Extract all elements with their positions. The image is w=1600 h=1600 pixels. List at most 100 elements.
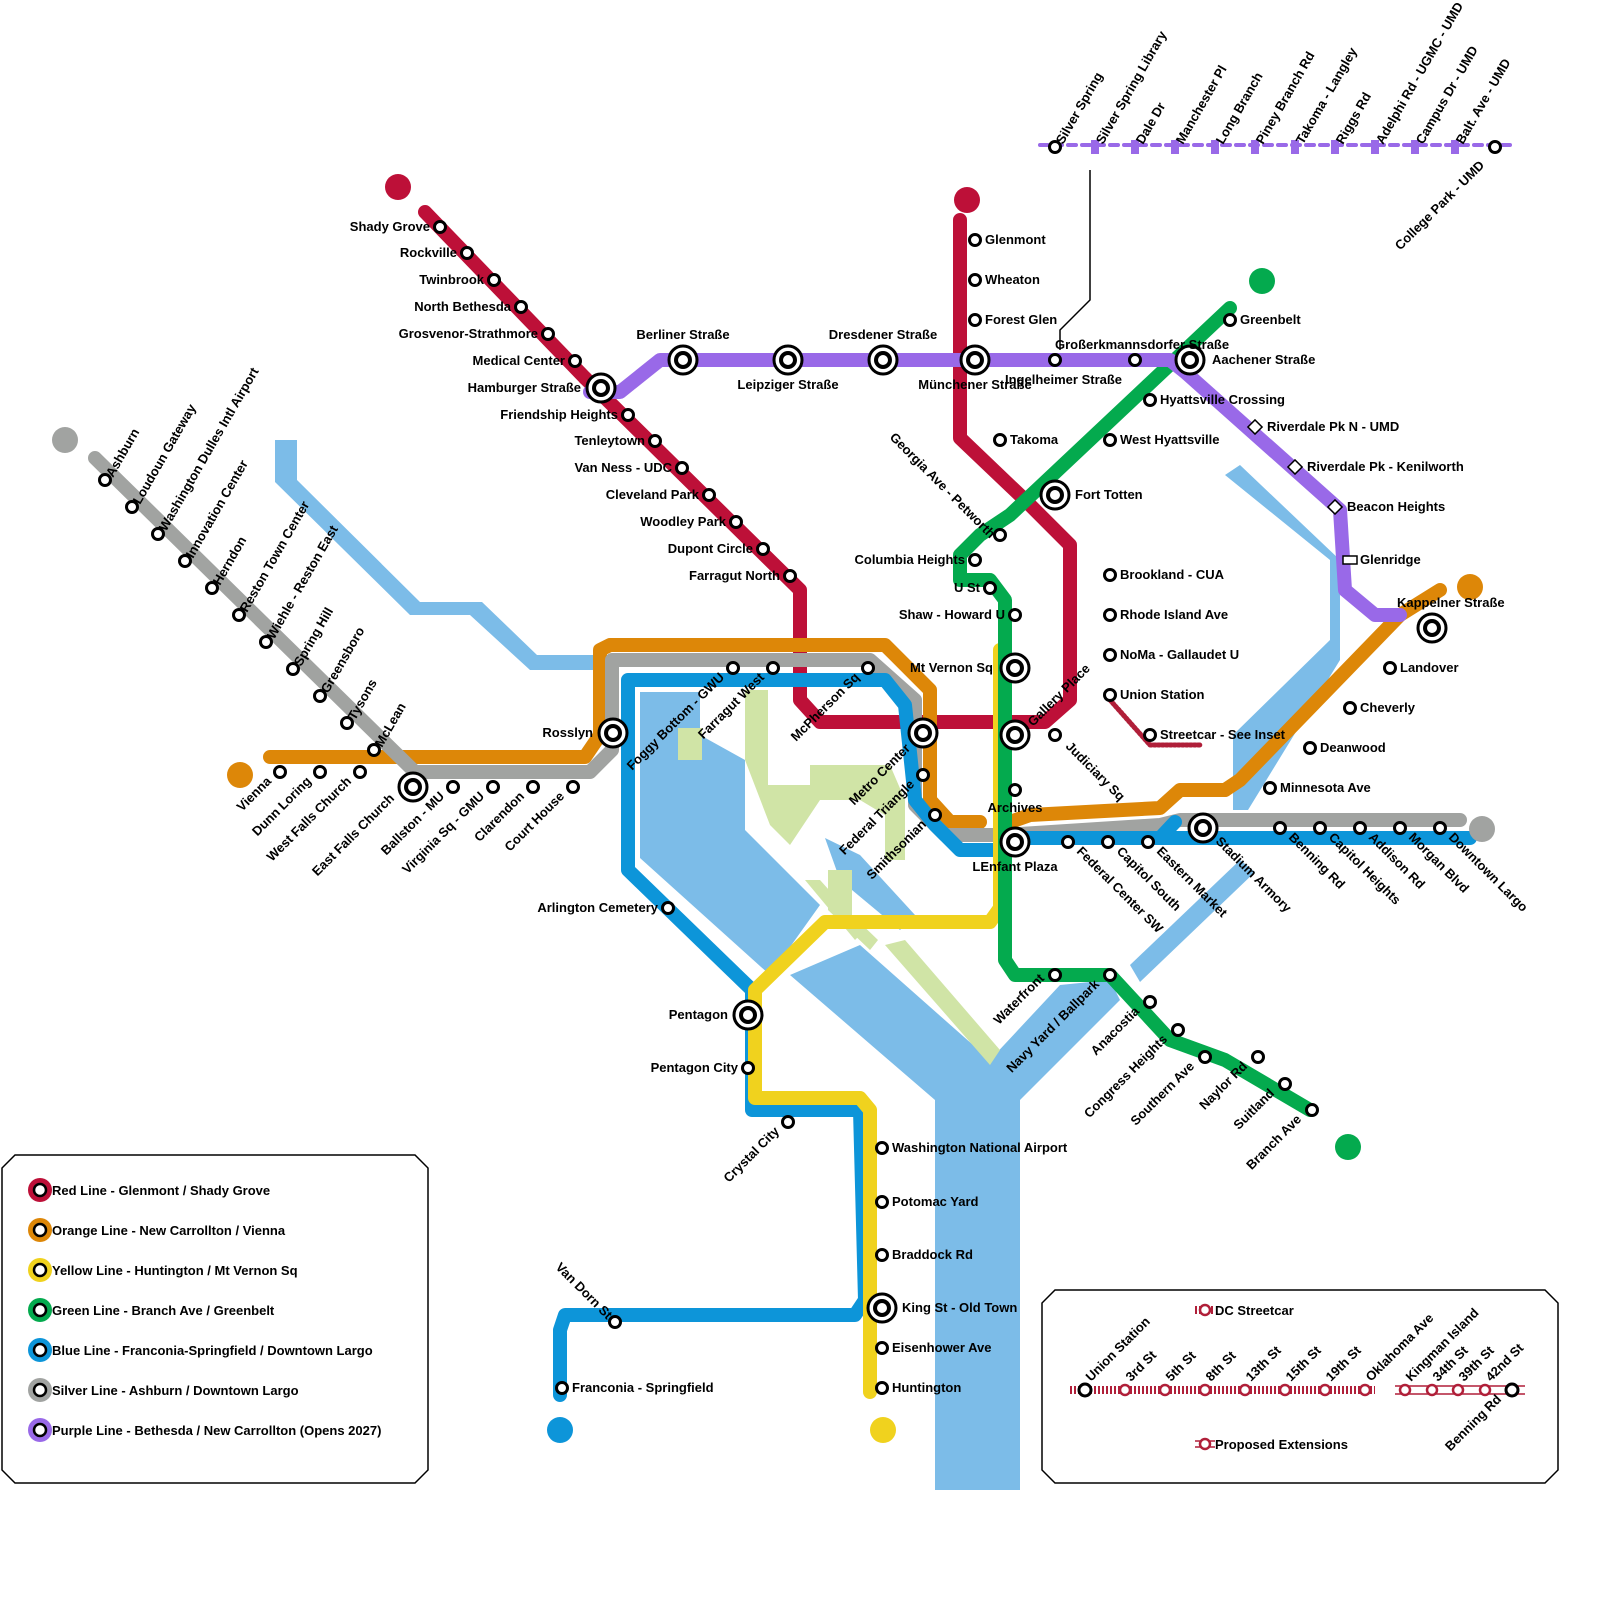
station-takoma-langley-marker — [1291, 140, 1299, 154]
station-label-king-st-old-town: King St - Old Town — [902, 1300, 1017, 1315]
station-label-rosslyn: Rosslyn — [542, 725, 593, 740]
station-long-branch-marker — [1211, 140, 1219, 154]
station-north-bethesda-marker — [514, 300, 528, 314]
terminus-dot — [385, 174, 411, 200]
station-label-rhode-island-ave: Rhode Island Ave — [1120, 607, 1228, 622]
station-label-shady-grove: Shady Grove — [350, 219, 430, 234]
station-landover-marker — [1383, 661, 1397, 675]
station-spring-hill-marker — [286, 662, 300, 676]
park-area — [745, 690, 905, 860]
proposed-legend-stop — [1198, 1437, 1212, 1451]
terminus-dot — [1469, 816, 1495, 842]
station-ballston-mu-marker — [446, 780, 460, 794]
station-brookland-cua-marker — [1103, 568, 1117, 582]
station-waterfront-marker — [1048, 968, 1062, 982]
legend-item-label: Blue Line - Franconia-Springfield / Down… — [52, 1343, 373, 1358]
station-label-archives: Archives — [988, 800, 1043, 815]
station-downtown-largo-marker — [1433, 821, 1447, 835]
station-glenmont-marker — [968, 233, 982, 247]
streetcar-stop-union-station — [1077, 1382, 1093, 1398]
station-glenridge-marker — [1342, 555, 1358, 565]
station-crystal-city-marker — [781, 1115, 795, 1129]
station-label-cleveland-park: Cleveland Park — [606, 487, 700, 502]
station-label-union-station: Union Station — [1120, 687, 1205, 702]
station-shaw-howard-u-marker — [1008, 608, 1022, 622]
station-manchester-pl-marker — [1171, 140, 1179, 154]
station-wheaton-marker — [968, 273, 982, 287]
streetcar-spur — [1107, 697, 1203, 748]
proposed-extensions-label: Proposed Extensions — [1215, 1437, 1348, 1452]
station-label-grosvenor-strathmore: Grosvenor-Strathmore — [399, 326, 538, 341]
station-gro-erkmannsdorfer-stra-e-marker — [1048, 353, 1062, 367]
station-southern-ave-marker — [1198, 1050, 1212, 1064]
station-loudoun-gateway-marker — [125, 500, 139, 514]
terminus-dot — [870, 1417, 896, 1443]
streetcar-stop-benning-rd — [1504, 1382, 1520, 1398]
station-wiehle-reston-east-marker — [259, 635, 273, 649]
legend-stop-icon — [32, 1222, 48, 1238]
station-huntington-marker — [875, 1381, 889, 1395]
station-cheverly-marker — [1343, 701, 1357, 715]
station-adelphi-rd-ugmc-umd-marker — [1371, 140, 1379, 154]
legend-stop-icon — [32, 1422, 48, 1438]
legend-item-label: Red Line - Glenmont / Shady Grove — [52, 1183, 270, 1198]
station-label-franconia-springfield: Franconia - Springfield — [572, 1380, 714, 1395]
park-area — [828, 870, 878, 950]
station-label-riggs-rd: Riggs Rd — [1333, 90, 1375, 147]
streetcar-stop-19th-st — [1318, 1383, 1332, 1397]
station-rosslyn-core — [608, 728, 618, 738]
legend-item-label: Silver Line - Ashburn / Downtown Largo — [52, 1383, 299, 1398]
station-columbia-heights-marker — [968, 553, 982, 567]
station-label-braddock-rd: Braddock Rd — [892, 1247, 973, 1262]
station-innovation-center-marker — [178, 554, 192, 568]
legend: Red Line - Glenmont / Shady GroveOrange … — [1, 1154, 429, 1484]
station-washington-dulles-intl-airport-marker — [151, 527, 165, 541]
station-label-dale-dr: Dale Dr — [1133, 100, 1169, 147]
orange-line-route — [263, 638, 987, 829]
legend-item-label: Green Line - Branch Ave / Greenbelt — [52, 1303, 275, 1318]
station-hamburger-stra-e-core — [596, 383, 606, 393]
station-label-lenfant-plaza: LEnfant Plaza — [972, 859, 1058, 874]
streetcar-stop-34th-st — [1425, 1383, 1439, 1397]
station-beacon-heights-marker — [1326, 498, 1344, 516]
streetcar-stop-39th-st — [1451, 1383, 1465, 1397]
station-label-noma-gallaudet-u: NoMa - Gallaudet U — [1120, 647, 1239, 662]
legend-stop-icon — [32, 1382, 48, 1398]
station-arlington-cemetery-marker — [661, 901, 675, 915]
station-navy-yard-ballpark-marker — [1103, 968, 1117, 982]
station-rockville-marker — [460, 246, 474, 260]
station-label-minnesota-ave: Minnesota Ave — [1280, 780, 1371, 795]
station-label-rockville: Rockville — [400, 245, 457, 260]
yellow-line-route — [748, 643, 1007, 1399]
station-label-forest-glen: Forest Glen — [985, 312, 1057, 327]
station-friendship-heights-marker — [621, 408, 635, 422]
station-court-house-marker — [566, 780, 580, 794]
station-label-huntington: Huntington — [892, 1380, 961, 1395]
station-label-deanwood: Deanwood — [1320, 740, 1386, 755]
orange-line-route — [1003, 783, 1232, 829]
station-woodley-park-marker — [729, 515, 743, 529]
legend-stop-icon — [32, 1302, 48, 1318]
station-washington-national-airport-marker — [875, 1141, 889, 1155]
station-label-pentagon: Pentagon — [669, 1007, 728, 1022]
station-dale-dr-marker — [1131, 140, 1139, 154]
station-label-mt-vernon-sq: Mt Vernon Sq — [910, 660, 993, 675]
station-braddock-rd-marker — [875, 1248, 889, 1262]
streetcar-stop-8th-st — [1198, 1383, 1212, 1397]
station-potomac-yard-marker — [875, 1195, 889, 1209]
station-virginia-sq-gmu-marker — [486, 780, 500, 794]
water-body — [1130, 860, 1255, 982]
station-label-silver-spring-library: Silver Spring Library — [1093, 28, 1170, 147]
line-layer — [88, 143, 1512, 1402]
station-riggs-rd-marker — [1331, 140, 1339, 154]
station-hyattsville-crossing-marker — [1143, 393, 1157, 407]
station-label-glenridge: Glenridge — [1360, 552, 1421, 567]
station-kappelner-stra-e-core — [1427, 623, 1437, 633]
station-west-hyattsville-marker — [1103, 433, 1117, 447]
station-van-dorn-st-marker — [608, 1315, 622, 1329]
terminus-dot — [1457, 574, 1483, 600]
station-riverdale-pk-kenilworth-marker — [1286, 458, 1304, 476]
station-label-fort-totten: Fort Totten — [1075, 487, 1143, 502]
station-tenleytown-marker — [648, 434, 662, 448]
station-label-suitland: Suitland — [1230, 1085, 1277, 1132]
